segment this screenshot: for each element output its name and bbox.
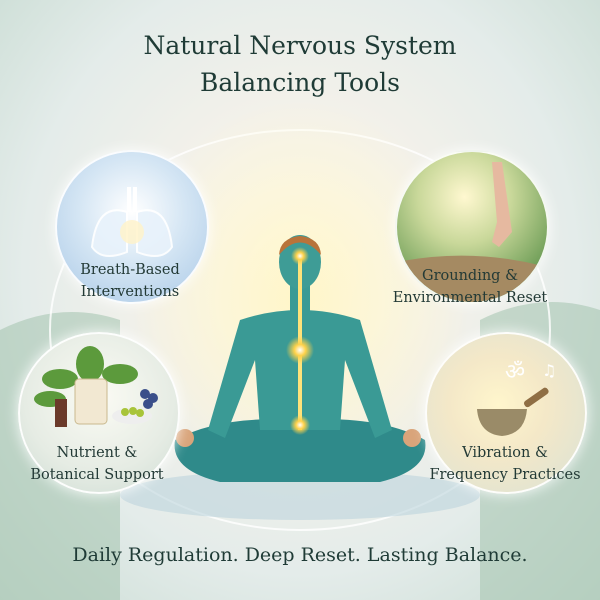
footer-tagline: Daily Regulation. Deep Reset. Lasting Ba…	[72, 544, 528, 566]
tool-label-line: Environmental Reset	[392, 290, 548, 306]
meditating-figure	[174, 235, 426, 482]
tool-label-line: Nutrient &	[56, 445, 138, 461]
singing-bowl-icon: ॐ♫	[425, 332, 587, 494]
tool-label-line: Grounding &	[422, 268, 518, 284]
herbs-supplements-icon	[18, 332, 180, 494]
svg-text:♫: ♫	[542, 361, 556, 380]
tool-label-grounding: Grounding & Environmental Reset	[370, 265, 570, 309]
tool-label-line: Vibration &	[462, 445, 548, 461]
page-title: Natural Nervous System Balancing Tools	[0, 27, 600, 101]
tool-label-line: Breath-Based	[80, 262, 180, 278]
title-line-2: Balancing Tools	[200, 68, 400, 97]
tool-label-line: Botanical Support	[30, 467, 164, 483]
bare-feet-nature-icon	[395, 150, 549, 304]
tool-label-nutrient: Nutrient & Botanical Support	[0, 442, 197, 486]
tool-label-line: Interventions	[80, 284, 180, 300]
lungs-icon	[55, 150, 209, 304]
svg-text:ॐ: ॐ	[505, 360, 525, 385]
title-line-1: Natural Nervous System	[143, 31, 457, 60]
tool-label-line: Frequency Practices	[429, 467, 581, 483]
tool-label-vibration: Vibration & Frequency Practices	[405, 442, 600, 486]
tool-label-breath: Breath-Based Interventions	[30, 259, 230, 303]
